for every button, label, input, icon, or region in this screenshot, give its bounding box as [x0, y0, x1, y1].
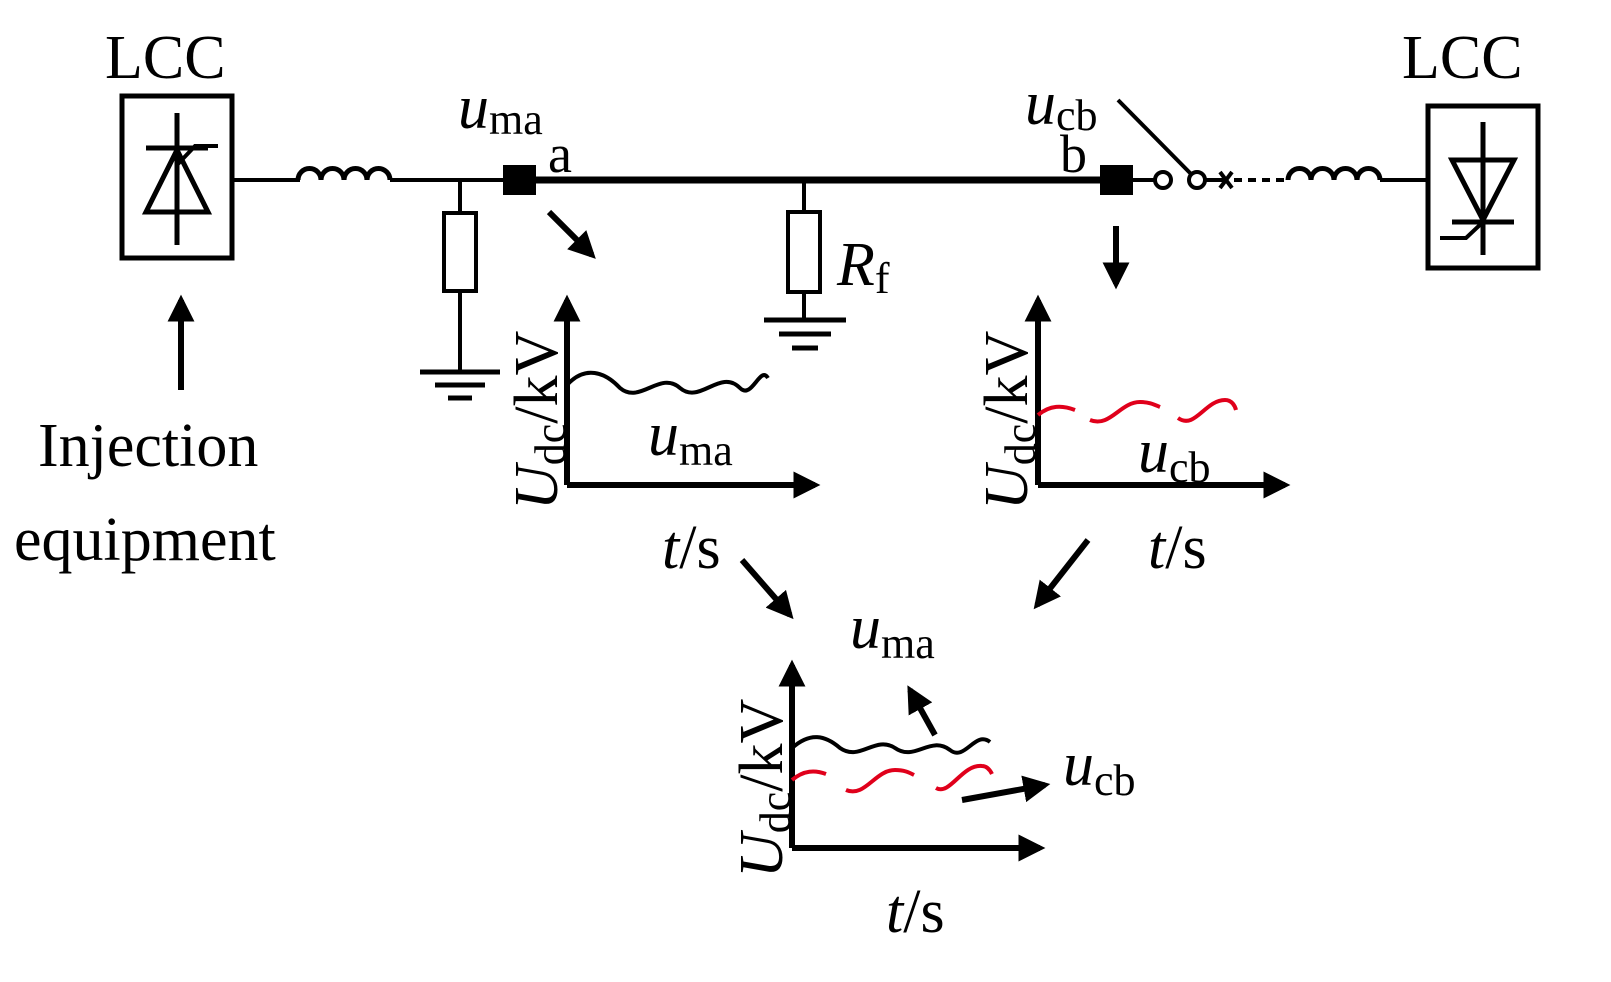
- node-b-label: b: [1060, 124, 1087, 184]
- measurement-point-b: [1100, 165, 1133, 195]
- plot2-ucb-label: ucb: [1138, 418, 1211, 492]
- plot2-x-label: t/s: [1148, 514, 1207, 582]
- fault-ground-icon: [764, 317, 846, 351]
- arrow-plot2-to-combined: [1033, 538, 1091, 610]
- arrow-plot1-to-combined: [739, 558, 794, 620]
- arrow-to-uma-label: [907, 685, 938, 737]
- plot3-ucb-label: ucb: [1063, 731, 1136, 805]
- combined-uma-waveform: [790, 735, 992, 755]
- node-a-label: a: [548, 124, 572, 184]
- plot3-y-label: Udc/kV: [728, 698, 800, 878]
- left-converter-label: LCC: [105, 24, 226, 92]
- plot-ucb: Udc/kV ucb t/s: [973, 294, 1291, 582]
- right-converter-label: LCC: [1402, 24, 1523, 92]
- plot-combined: Udc/kV uma ucb t/s: [728, 594, 1136, 946]
- plot1-y-label: Udc/kV: [503, 330, 575, 510]
- plot3-x-label: t/s: [886, 878, 945, 946]
- right-lcc-converter: [1425, 103, 1541, 271]
- injection-label-line2: equipment: [14, 506, 276, 574]
- ucb-node-label: ucb: [1025, 70, 1098, 140]
- arrow-to-ucb-label: [961, 775, 1051, 803]
- plot3-uma-label: uma: [850, 594, 935, 668]
- plot-uma: Udc/kV uma t/s: [503, 294, 821, 582]
- fault-resistor-label: Rf: [836, 231, 890, 303]
- thyristor-icon-right: [1440, 122, 1519, 255]
- plot1-x-label: t/s: [662, 514, 721, 582]
- uma-node-label: uma: [458, 74, 543, 144]
- shunt-resistor-left: [442, 180, 478, 372]
- plot2-y-label: Udc/kV: [973, 330, 1045, 510]
- left-lcc-converter: [119, 93, 235, 261]
- thyristor-icon: [141, 113, 218, 245]
- left-smoothing-reactor: [295, 166, 393, 181]
- injection-label-line1: Injection: [38, 412, 258, 480]
- arrow-a-to-plot: [546, 209, 596, 259]
- ground-icon: [420, 369, 500, 401]
- measurement-point-a: [503, 165, 536, 195]
- fault-resistor: [786, 180, 822, 320]
- plot1-uma-label: uma: [648, 401, 733, 475]
- right-smoothing-reactor: [1285, 166, 1383, 181]
- dc-breaker-switch: [1116, 98, 1234, 190]
- uma-waveform: [565, 370, 770, 395]
